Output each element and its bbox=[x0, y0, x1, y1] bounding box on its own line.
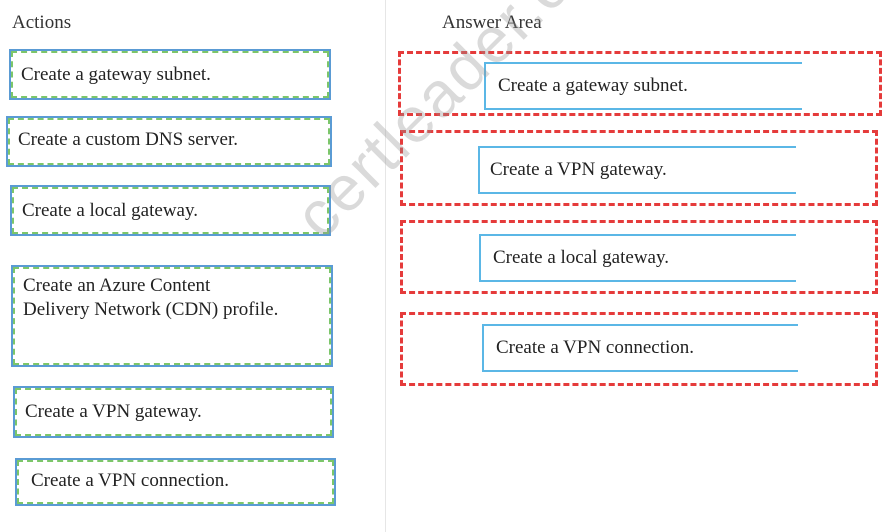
answer-slot-1[interactable] bbox=[398, 51, 882, 116]
answer-create-local-gateway[interactable]: Create a local gateway. bbox=[479, 234, 796, 282]
action-label: Create a VPN connection. bbox=[31, 470, 230, 491]
answer-create-vpn-connection[interactable]: Create a VPN connection. bbox=[482, 324, 798, 372]
action-label: Create a custom DNS server. bbox=[18, 129, 239, 150]
action-create-custom-dns-server[interactable]: Create a custom DNS server. bbox=[6, 116, 332, 167]
answer-slot-2[interactable] bbox=[400, 130, 878, 206]
action-create-cdn-profile[interactable]: Create an Azure Content Delivery Network… bbox=[11, 265, 333, 367]
action-label: Create a VPN gateway. bbox=[25, 401, 202, 422]
action-label-line2: Delivery Network (CDN) profile. bbox=[23, 299, 279, 320]
action-create-vpn-connection[interactable]: Create a VPN connection. bbox=[15, 458, 336, 506]
answer-slot-4[interactable] bbox=[400, 312, 878, 386]
answer-label: Create a local gateway. bbox=[493, 247, 670, 268]
answer-create-gateway-subnet[interactable]: Create a gateway subnet. bbox=[484, 62, 802, 110]
answer-create-vpn-gateway[interactable]: Create a VPN gateway. bbox=[478, 146, 796, 194]
action-label: Create a gateway subnet. bbox=[21, 64, 211, 85]
pane-divider bbox=[385, 0, 386, 532]
action-create-local-gateway[interactable]: Create a local gateway. bbox=[10, 185, 331, 236]
answer-label: Create a VPN gateway. bbox=[490, 159, 667, 180]
watermark: certleader.com bbox=[280, 0, 649, 252]
answer-label: Create a gateway subnet. bbox=[498, 75, 688, 96]
action-create-vpn-gateway[interactable]: Create a VPN gateway. bbox=[13, 386, 334, 438]
answer-label: Create a VPN connection. bbox=[496, 337, 695, 358]
action-create-gateway-subnet[interactable]: Create a gateway subnet. bbox=[9, 49, 331, 100]
actions-title: Actions bbox=[12, 12, 72, 33]
action-label: Create a local gateway. bbox=[22, 200, 199, 221]
action-label-line1: Create an Azure Content bbox=[23, 275, 211, 296]
answer-area-title: Answer Area bbox=[442, 12, 542, 33]
answer-slot-3[interactable] bbox=[400, 220, 878, 294]
